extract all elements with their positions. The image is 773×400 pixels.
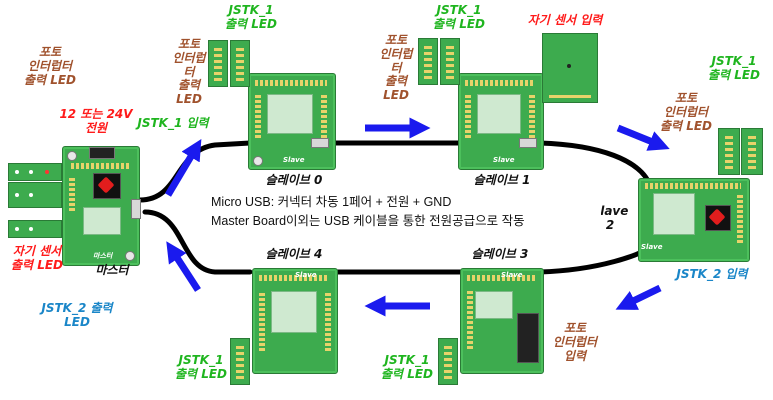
magnetic-sensor-board xyxy=(542,33,598,103)
slave1-photo-led-board xyxy=(418,38,438,85)
master-mag-sensor-led-label: 자기 센서 출력 LED xyxy=(10,244,64,272)
slave2-photo-led-board xyxy=(718,128,740,175)
slave3-jstk1-led-board xyxy=(438,338,458,385)
usb-note-line1: Micro USB: 커넥터 차동 1페어 + 전원 + GND xyxy=(211,195,452,209)
slave2-board: Slave xyxy=(638,178,750,262)
slave3-board-label: Slave xyxy=(501,271,523,279)
slave3-caption: 슬레이브 3 xyxy=(471,247,529,261)
usb-note: Micro USB: 커넥터 차동 1페어 + 전원 + GND Master … xyxy=(203,193,601,237)
slave1-jstk1-led-board xyxy=(440,38,460,85)
slave4-board-label: Slave xyxy=(295,271,317,279)
arrow-master-to-slave0 xyxy=(164,138,202,197)
arrow-slave1-to-slave2 xyxy=(616,124,670,151)
slave0-board-label: Slave xyxy=(283,156,305,164)
slave3-photo-interrupter-input-label: 포토 인터럽터 입력 xyxy=(552,321,598,363)
slave4-jstk1-led-board xyxy=(230,338,250,385)
slave1-jstk1-led-label: JSTK_1 출력 LED xyxy=(432,3,486,31)
slave4-caption: 슬레이브 4 xyxy=(265,247,323,261)
master-jstk2-led-board xyxy=(8,220,62,238)
master-photo-led-board xyxy=(8,163,62,181)
master-photo-interrupter-led-label: 포토 인터럽터 출력 LED xyxy=(23,45,77,87)
slave1-board-label: Slave xyxy=(493,156,515,164)
slave0-jstk1-led-label: JSTK_1 출력 LED xyxy=(224,3,278,31)
jstk1-input-label: JSTK_1 입력 xyxy=(137,116,209,130)
slave0-jstk1-led-board xyxy=(230,40,250,87)
slave0-photo-interrupter-led-label: 포토 인터럽터 출력 LED xyxy=(172,37,206,107)
slave1-caption: 슬레이브 1 xyxy=(473,173,531,187)
slave3-board: Slave xyxy=(460,268,544,374)
jstk2-input-label: JSTK_2 입력 xyxy=(676,267,748,281)
slave2-jstk1-led-label: JSTK_1 출력 LED xyxy=(707,54,761,82)
master-jstk2-led-label: JSTK_2 출력 LED xyxy=(41,301,113,329)
slave1-board: Slave xyxy=(458,73,544,170)
master-board: 마스터 xyxy=(62,146,141,266)
arrow-slave2-to-slave3 xyxy=(615,284,662,310)
slave0-photo-led-board xyxy=(208,40,228,87)
slave4-jstk1-led-label: JSTK_1 출력 LED xyxy=(174,353,228,381)
master-caption: 마스터 xyxy=(95,263,129,277)
slave2-photo-interrupter-led-label: 포토 인터럽터 출력 LED xyxy=(659,91,713,133)
slave0-caption: 슬레이브 0 xyxy=(265,173,323,187)
slave2-board-label: Slave xyxy=(641,243,663,251)
magnetic-sensor-input-label: 자기 센서 입력 xyxy=(527,13,603,27)
slave4-board: Slave xyxy=(252,268,338,374)
arrow-slave4-to-master xyxy=(166,241,201,292)
slave1-photo-interrupter-led-label: 포토 인터럽터 출력 LED xyxy=(379,33,413,103)
slave0-board: Slave xyxy=(248,73,336,170)
usb-note-line2: Master Board이외는 USB 케이블을 통한 전원공급으로 작동 xyxy=(211,214,525,228)
master-mag-led-board xyxy=(8,182,62,208)
master-board-label: 마스터 xyxy=(93,252,113,260)
slave3-jstk1-led-label: JSTK_1 출력 LED xyxy=(380,353,434,381)
slave2-jstk1-led-board xyxy=(741,128,763,175)
power-label: 12 또는 24V 전원 xyxy=(59,107,133,135)
